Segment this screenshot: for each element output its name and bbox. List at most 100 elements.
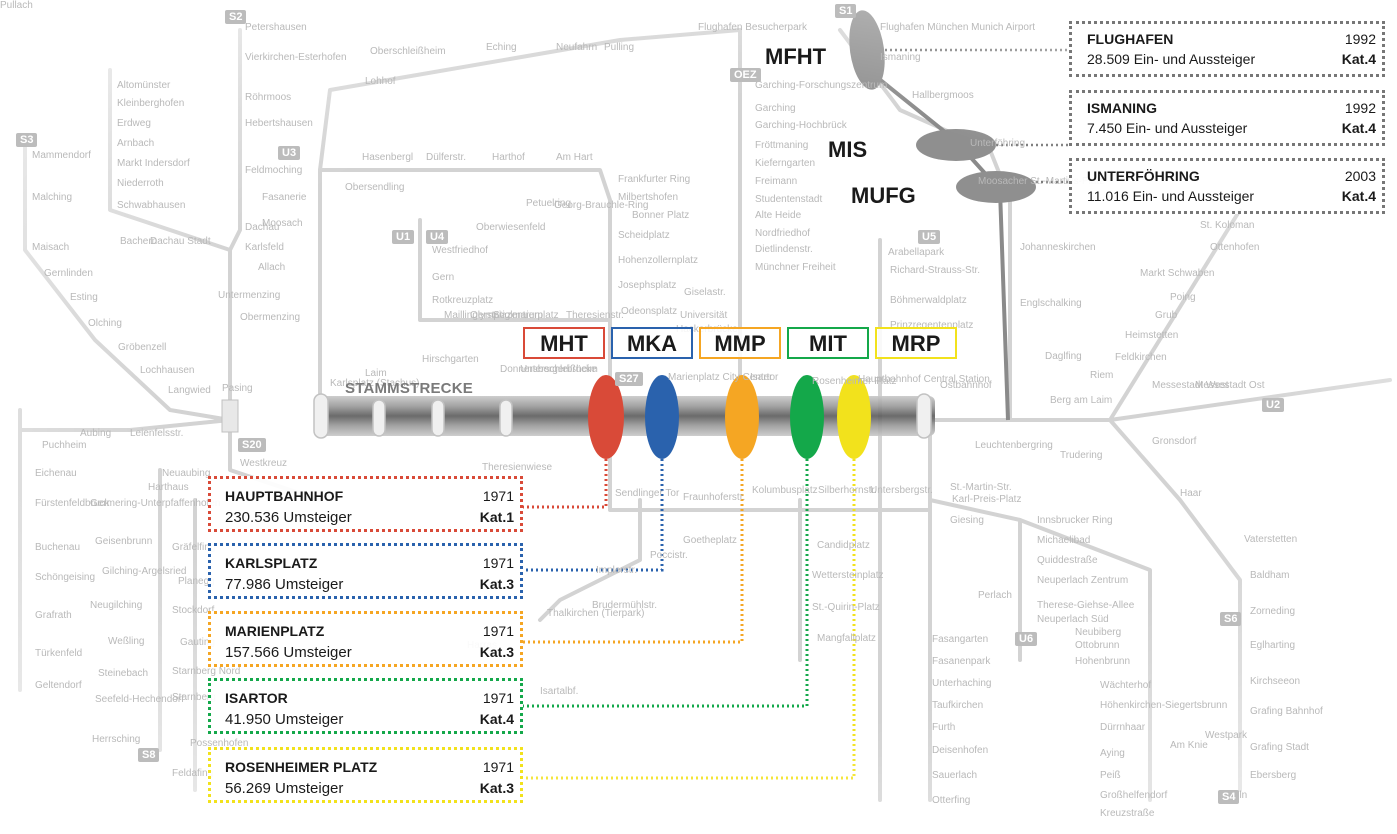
background-station-label: Germering-Unterpfaffenhofen: [90, 498, 221, 509]
line-badge: S4: [1218, 790, 1240, 804]
station-count: 230.536 Umsteiger: [225, 509, 352, 526]
info-box-unterfoehring: UNTERFÖHRING 2003 11.016 Ein- und Ausste…: [1069, 158, 1385, 214]
station-category: Kat.3: [479, 644, 514, 660]
station-count: 7.450 Ein- und Aussteiger: [1087, 120, 1248, 136]
background-station-label: Rotkreuzplatz: [432, 295, 494, 306]
background-station-label: Herrsching: [92, 734, 141, 745]
background-station-label: Gernlinden: [44, 268, 93, 279]
background-station-label: Gröbenzell: [118, 342, 167, 353]
trunk-west-cap: [221, 399, 239, 433]
background-station-label: Untermenzing: [218, 290, 281, 301]
background-station-label: Dürrnhaar: [1100, 722, 1146, 733]
background-station-label: Grafing Bahnhof: [1250, 706, 1323, 717]
station-name: ISARTOR: [225, 690, 288, 706]
background-station-label: Johanneskirchen: [1020, 242, 1096, 253]
station-year: 1971: [482, 759, 514, 775]
background-station-label: Feldafing: [172, 768, 214, 779]
station-oval-marienplatz: [725, 375, 759, 459]
background-station-label: Heimstetten: [1125, 330, 1179, 341]
background-station-label: Langwied: [168, 385, 211, 396]
background-station-label: Neugilching: [90, 600, 143, 611]
background-station-label: Odeonsplatz: [621, 306, 678, 317]
background-station-label: Gilching-Argelsried: [102, 566, 187, 577]
background-station-label: Ismaning: [880, 52, 921, 63]
stammstrecke-label: STAMMSTRECKE: [345, 380, 473, 397]
background-station-label: Dülferstr.: [426, 152, 467, 163]
background-station-label: Alte Heide: [755, 210, 802, 221]
background-station-label: Arabellapark: [888, 247, 945, 258]
background-station-label: Stiglmaierplatz: [493, 310, 559, 321]
background-station-label: Olching: [88, 318, 122, 329]
background-station-label: Maisach: [32, 242, 70, 253]
background-station-label: Implerstr.: [596, 565, 638, 576]
background-station-label: Giselastr.: [684, 287, 726, 298]
background-station-label: Ottenhofen: [1210, 242, 1260, 253]
code-box-karlsplatz: MKA: [611, 327, 693, 359]
background-station-label: Dachau Stadt: [150, 236, 211, 247]
background-station-label: Theresienwiese: [482, 462, 553, 473]
background-station-label: Neufahrn: [556, 42, 598, 53]
background-station-label: Starnberg Nord: [172, 666, 241, 677]
station-name: HAUPTBAHNHOF: [225, 488, 344, 504]
station-name: MARIENPLATZ: [225, 623, 325, 639]
background-station-label: Neuaubing: [162, 468, 211, 479]
background-station-label: Obersendling: [345, 182, 405, 193]
background-station-label: Mangfallplatz: [817, 633, 876, 644]
station-year: 1971: [482, 690, 514, 706]
station-year: 1992: [1344, 100, 1376, 116]
background-station-label: Eichenau: [35, 468, 77, 479]
background-station-label: Taufkirchen: [932, 700, 984, 711]
info-box-ismaning: ISMANING 1992 7.450 Ein- und Aussteiger …: [1069, 90, 1385, 146]
background-station-label: Unterhaching: [932, 678, 992, 689]
background-station-label: Innsbrucker Ring: [1037, 515, 1113, 526]
background-station-label: Oberschleißheim: [370, 46, 446, 57]
background-station-label: Moosacher St.-Martins-Platz: [978, 176, 1105, 187]
background-station-label: Geltendorf: [35, 680, 82, 691]
background-station-label: Riem: [1090, 370, 1114, 381]
station-oval-rosenheimer: [837, 375, 871, 459]
background-station-label: Hauptbahnhof Central Station: [858, 374, 990, 385]
background-station-label: Lochhausen: [140, 365, 195, 376]
background-station-label: Ottobrunn: [1075, 640, 1120, 651]
background-station-label: Michaelibad: [1037, 535, 1091, 546]
background-station-label: Garching-Hochbrück: [755, 120, 847, 131]
background-station-label: Westfriedhof: [432, 245, 488, 256]
background-station-label: Leienfelsstr.: [130, 428, 184, 439]
station-year: 1992: [1344, 31, 1376, 47]
background-station-label: Neuperlach Zentrum: [1037, 575, 1129, 586]
background-station-label: Georg-Brauchle-Ring: [554, 200, 649, 211]
background-station-label: Obermenzing: [240, 312, 301, 323]
background-station-label: Deisenhofen: [932, 745, 989, 756]
background-station-label: Flughafen München Munich Airport: [880, 22, 1036, 33]
code-box-isartor: MIT: [787, 327, 869, 359]
code-label-ismaning: MIS: [828, 137, 868, 162]
background-station-label: Freimann: [755, 176, 798, 187]
background-station-label: Untersbergstr.: [870, 485, 933, 496]
background-station-label: Westkreuz: [240, 458, 288, 469]
background-station-label: Planegg: [178, 576, 215, 587]
background-station-label: Donnersbergerbrücke: [500, 364, 597, 375]
background-station-label: Theresienstr.: [566, 310, 624, 321]
background-station-label: Fasanerie: [262, 192, 307, 203]
background-station-label: Garching-Forschungszentrum: [755, 80, 888, 91]
background-station-label: Messestadt West: [1152, 380, 1229, 391]
background-station-label: Niederroth: [117, 178, 164, 189]
line-badge: U1: [392, 230, 415, 244]
line-badge: S8: [138, 748, 160, 762]
background-station-label: Hasenbergl: [362, 152, 414, 163]
station-count: 157.566 Umsteiger: [225, 644, 352, 661]
background-station-label: Englschalking: [1020, 298, 1082, 309]
background-station-label: Altomünster: [117, 80, 171, 91]
background-station-label: Aying: [1100, 748, 1125, 759]
background-station-label: Kieferngarten: [755, 158, 816, 169]
info-box-flughafen: FLUGHAFEN 1992 28.509 Ein- und Aussteige…: [1069, 21, 1385, 77]
background-station-label: Perlach: [978, 590, 1012, 601]
background-station-label: Geisenbrunn: [95, 536, 153, 547]
background-station-label: Gräfelfing: [172, 542, 216, 553]
background-station-label: Giesing: [950, 515, 984, 526]
background-station-label: Fröttmaning: [755, 140, 809, 151]
background-station-label: Pasing: [222, 383, 253, 394]
station-category: Kat.1: [479, 509, 514, 525]
background-station-label: Unterschleißheim: [520, 364, 598, 375]
background-station-label: Hirschgarten: [422, 354, 479, 365]
